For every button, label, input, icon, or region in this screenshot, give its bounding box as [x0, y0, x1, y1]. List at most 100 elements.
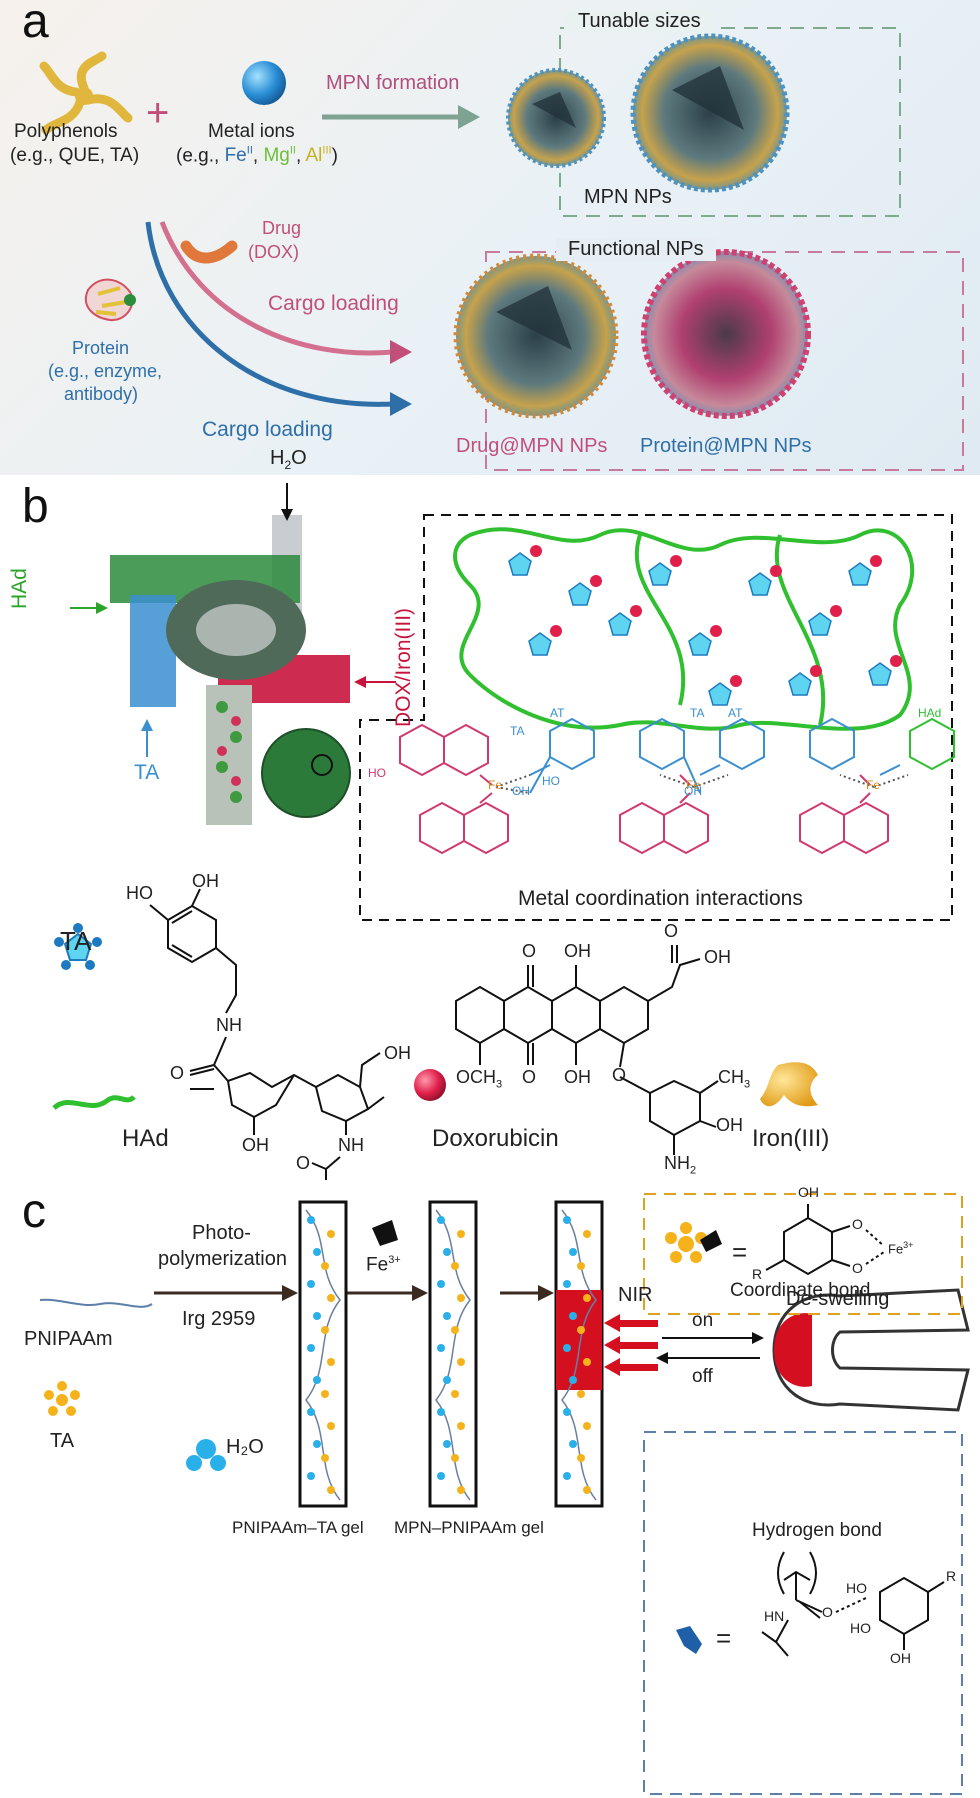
- gel-ta-dot: [327, 1358, 335, 1366]
- gel-ta-dot: [583, 1358, 591, 1366]
- gel-ta-dot: [457, 1230, 465, 1238]
- gel-1-label: PNIPAAm–TA gel: [232, 1518, 364, 1537]
- cb-o2: O: [852, 1260, 863, 1276]
- network-dox: [670, 555, 682, 567]
- network-dox: [870, 555, 882, 567]
- gel-water-dot: [437, 1216, 445, 1224]
- gel-ta-dot: [577, 1454, 585, 1462]
- network-node: [648, 562, 672, 586]
- hb-oh: OH: [890, 1650, 911, 1666]
- ta-legend-icon: [54, 923, 102, 970]
- gel-ta-dot: [321, 1454, 329, 1462]
- network-dox: [770, 565, 782, 577]
- had-legend-label: HAd: [122, 1125, 169, 1152]
- coord-fe-1: Fe: [488, 778, 503, 792]
- gel-water-dot: [437, 1280, 445, 1288]
- panel-a: a Polyphenols (e.g., QUE, TA) + Metal io…: [0, 0, 980, 475]
- hydrogen-bond-icon: [676, 1626, 702, 1654]
- nir-gel-image: [554, 1200, 604, 1508]
- gel-ta-dot: [321, 1262, 329, 1270]
- gel-water-dot: [313, 1440, 321, 1448]
- dox-oh-1: OH: [564, 941, 591, 961]
- gel-water-dot: [313, 1248, 321, 1256]
- network-node: [688, 632, 712, 656]
- irg-label: Irg 2959: [182, 1308, 256, 1330]
- drug-mpn-nps-label: Drug@MPN NPs: [456, 435, 608, 457]
- network-dox: [630, 605, 642, 617]
- plus-sign: +: [146, 91, 170, 135]
- had-ho: HO: [126, 883, 153, 903]
- coordinate-bond-label: Coordinate bond: [730, 1280, 871, 1301]
- gel-ta-dot: [327, 1230, 335, 1238]
- ta-legend-label: TA: [60, 926, 92, 956]
- functional-nps-label: Functional NPs: [556, 238, 716, 261]
- protein-icon: [85, 278, 136, 322]
- metal-coordination-label: Metal coordination interactions: [518, 887, 803, 910]
- coord-ho-1: HO: [368, 766, 386, 780]
- hb-r: R: [946, 1568, 957, 1584]
- on-label: on: [692, 1310, 714, 1331]
- dox-oh-3: OH: [564, 1067, 591, 1087]
- dox-iron-inlet-label: DOX/Iron(III): [392, 607, 415, 727]
- off-label: off: [692, 1366, 713, 1387]
- photo-label-1: Photo-: [192, 1222, 251, 1244]
- fe-ion-icon: [372, 1220, 398, 1246]
- gel-ta-dot: [583, 1230, 591, 1238]
- protein-cargo-loading-label: Cargo loading: [202, 418, 333, 441]
- metal-ions-eg: (e.g., FeII, MgII, AlIII): [176, 145, 338, 167]
- cb-oh: OH: [798, 1184, 819, 1200]
- dox-oh-2: OH: [704, 947, 731, 967]
- gel-water-dot: [307, 1344, 315, 1352]
- had-o: O: [170, 1063, 185, 1083]
- had-o-2: O: [296, 1153, 311, 1173]
- network-dox: [590, 575, 602, 587]
- network-node: [608, 612, 632, 636]
- gel-water-dot: [307, 1280, 315, 1288]
- panel-a-letter: a: [22, 0, 49, 48]
- hb-ho-1: HO: [846, 1580, 867, 1596]
- network-node: [508, 552, 532, 576]
- gel-water-dot: [563, 1408, 571, 1416]
- network-dox: [550, 625, 562, 637]
- had-oh-3: OH: [384, 1043, 411, 1063]
- network-dox: [830, 605, 842, 617]
- doxorubicin-structure-image: [455, 945, 719, 1155]
- network-node: [808, 612, 832, 636]
- gel-ta-dot: [457, 1422, 465, 1430]
- gel-water-dot: [563, 1472, 571, 1480]
- gel-ta-dot: [321, 1326, 329, 1334]
- coordination-network-image: [453, 527, 915, 731]
- gel-water-dot: [569, 1440, 577, 1448]
- panel-a-graphics: [39, 27, 964, 471]
- large-mpn-np-image: [630, 33, 790, 193]
- iron-legend-icon: [760, 1062, 818, 1107]
- coord-fe-3: Fe: [866, 778, 881, 792]
- photo-label-2: polymerization: [158, 1248, 287, 1270]
- cb-r: R: [752, 1266, 763, 1282]
- gel-water-dot: [563, 1344, 571, 1352]
- nir-arrows: [604, 1314, 658, 1376]
- hydrogel-particle-image: [262, 729, 350, 817]
- coordinate-star-icon: [665, 1222, 707, 1263]
- network-node: [528, 632, 552, 656]
- had-nh-2: NH: [338, 1135, 364, 1155]
- network-node: [708, 682, 732, 706]
- gel-ta-dot: [583, 1294, 591, 1302]
- metal-eg-prefix: (e.g.,: [176, 145, 225, 167]
- mpn-formation-label: MPN formation: [326, 72, 460, 94]
- hb-o: O: [822, 1604, 833, 1620]
- protein-cargo-arrow: [145, 221, 393, 407]
- protein-mpn-np-image: [641, 249, 811, 419]
- gel-water-dot: [563, 1216, 571, 1224]
- gel-ta-dot: [327, 1294, 335, 1302]
- network-node: [868, 662, 892, 686]
- doxorubicin-legend-label: Doxorubicin: [432, 1125, 559, 1152]
- gel-ta-dot: [451, 1390, 459, 1398]
- hydrogen-bond-box: [643, 1431, 963, 1795]
- gel-ta-dot: [327, 1486, 335, 1494]
- dox-och3: OCH3: [456, 1067, 503, 1091]
- catechol-structure-image: [765, 1204, 885, 1276]
- panel-c-letter: c: [22, 1185, 46, 1238]
- drug-label: Drug: [262, 218, 302, 238]
- gel-water-dot: [307, 1216, 315, 1224]
